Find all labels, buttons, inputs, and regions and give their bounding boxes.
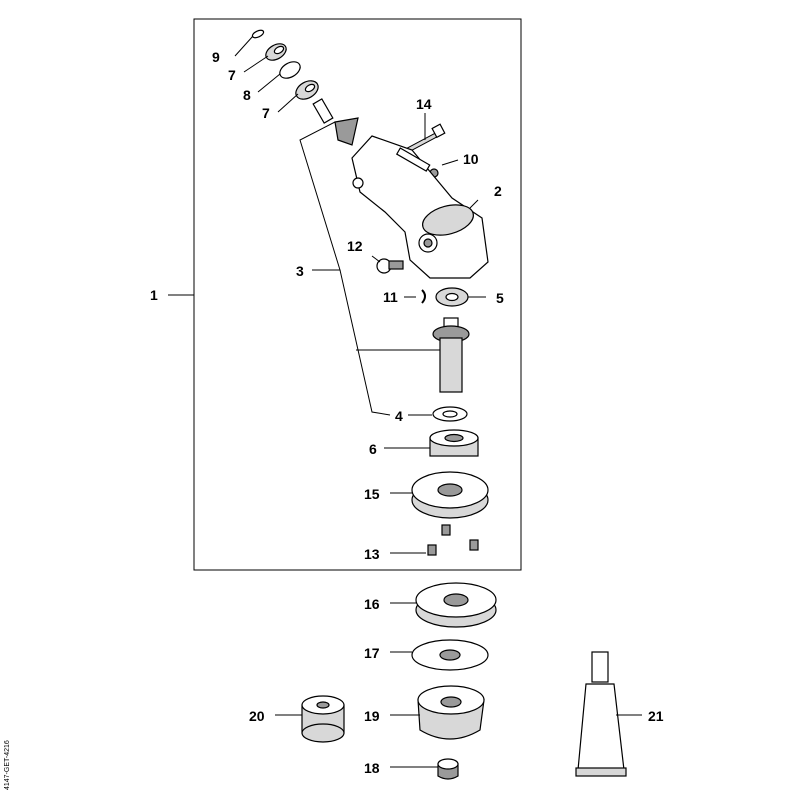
output-shaft-gear <box>432 317 470 393</box>
part-12-screw <box>376 258 404 274</box>
part-9-ring <box>251 29 265 39</box>
drawing-reference-code: 4147-GET-4216 <box>4 740 11 790</box>
callout-12: 12 <box>347 238 363 254</box>
callout-8: 8 <box>243 87 251 103</box>
callout-13: 13 <box>364 546 380 562</box>
part-17-plate <box>411 639 489 671</box>
part-19-cup <box>417 685 485 740</box>
callout-4: 4 <box>395 408 403 424</box>
callout-1: 1 <box>150 287 158 303</box>
callout-20: 20 <box>249 708 265 724</box>
callout-17: 17 <box>364 645 380 661</box>
part-6-bearing <box>429 429 479 457</box>
callout-11: 11 <box>383 289 398 305</box>
part-15-flange <box>411 471 489 519</box>
part-5-bearing <box>435 287 469 307</box>
callout-15: 15 <box>364 486 380 502</box>
part-13-screws <box>427 524 479 556</box>
callout-21: 21 <box>648 708 664 724</box>
callout-7-lower: 7 <box>262 105 270 121</box>
part-8-spacer <box>279 61 301 79</box>
callout-2: 2 <box>494 183 502 199</box>
part-14-screw <box>406 123 446 153</box>
part-2-gear-housing <box>351 135 489 279</box>
callout-9: 9 <box>212 49 220 65</box>
callout-18: 18 <box>364 760 380 776</box>
callout-5: 5 <box>496 290 504 306</box>
part-7-bearing-upper <box>265 43 287 61</box>
part-7-bearing-lower <box>295 80 319 100</box>
callout-6: 6 <box>369 441 377 457</box>
callout-7-upper: 7 <box>228 67 236 83</box>
part-16-thrust-plate <box>415 582 497 628</box>
part-18-nut <box>437 758 459 780</box>
callout-3: 3 <box>296 263 304 279</box>
callout-16: 16 <box>364 596 380 612</box>
part-20-bushing <box>301 695 345 743</box>
callout-19: 19 <box>364 708 380 724</box>
callout-10: 10 <box>463 151 479 167</box>
leader-lines <box>168 35 642 768</box>
part-21-grease-tube <box>575 651 627 777</box>
part-4-washer <box>432 406 468 422</box>
part-11-clip <box>421 289 426 304</box>
callout-14: 14 <box>416 96 432 112</box>
pinion-gear-shaft <box>312 98 359 146</box>
